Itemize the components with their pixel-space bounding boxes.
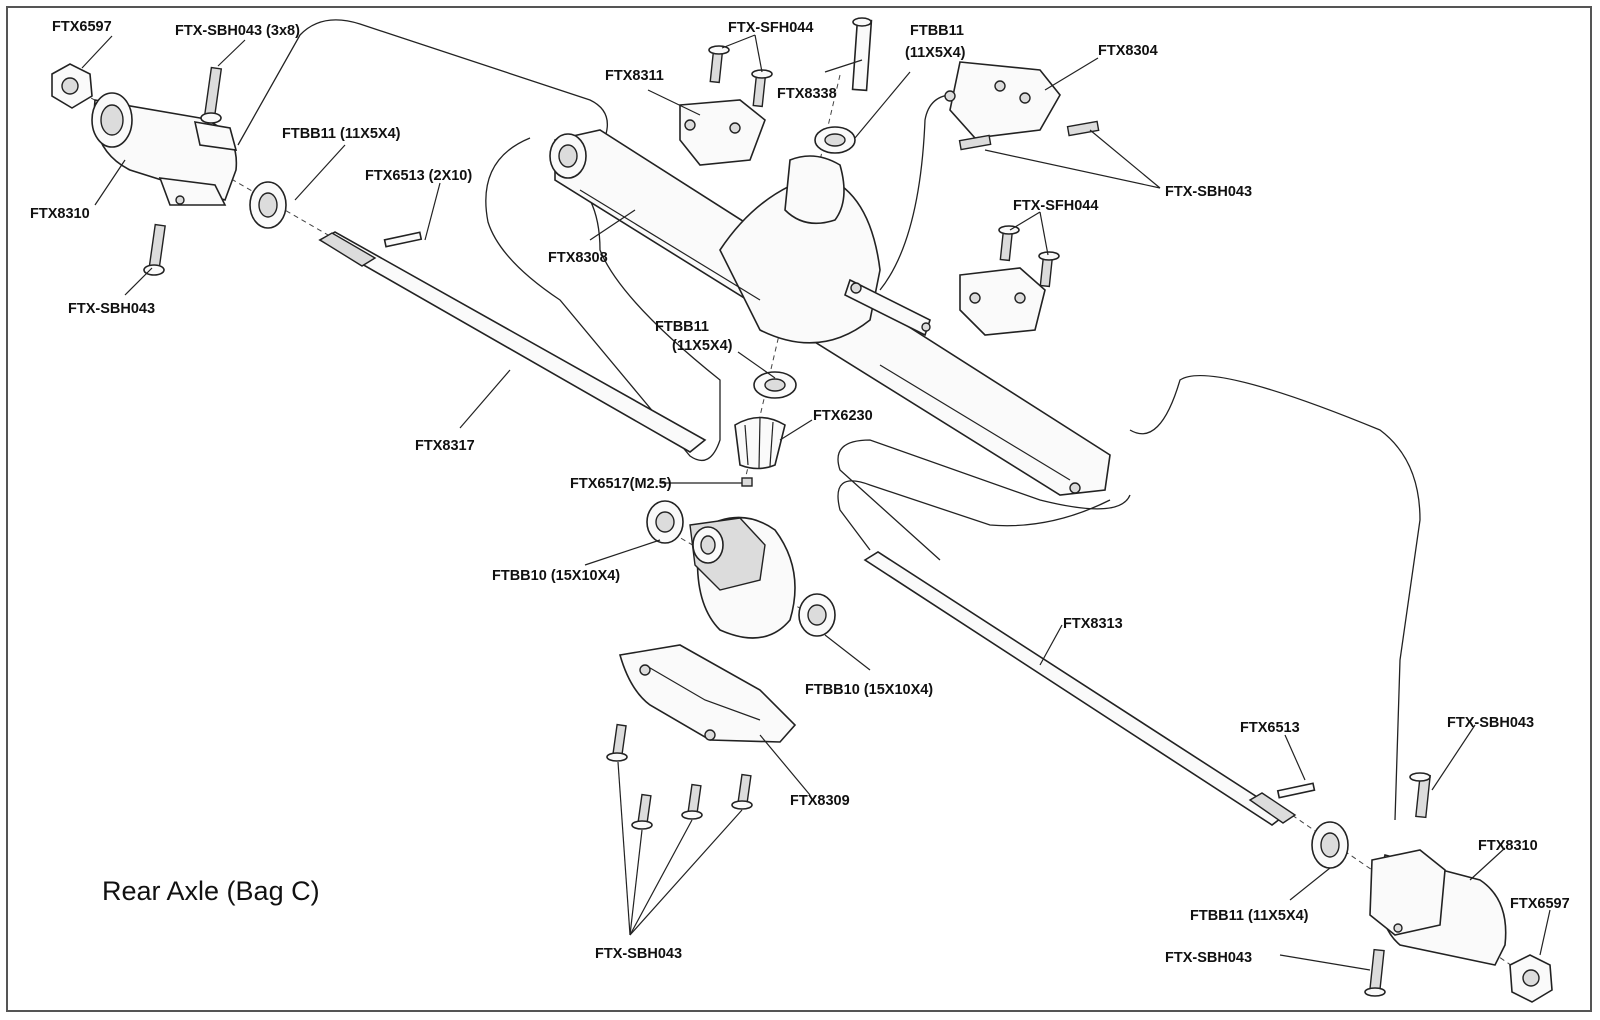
label-ftx8309: FTX8309 [790, 793, 850, 809]
diff-ring-gear [689, 516, 796, 639]
label-ftx8317: FTX8317 [415, 438, 475, 454]
label-ftbb11-br: FTBB11 (11X5X4) [1190, 908, 1309, 924]
label-ftx6513: FTX6513 [1240, 720, 1300, 736]
right-axle-shaft [863, 551, 1297, 826]
label-ftx8310-top: FTX8310 [30, 206, 90, 222]
set-screw [741, 477, 753, 487]
left-bearing [249, 181, 287, 229]
label-ftx-sbh043-bottom-right: FTX-SBH043 [1165, 950, 1252, 966]
leader-lines [81, 34, 1551, 971]
left-bottom-screw [143, 223, 166, 276]
diff-cover [618, 644, 797, 743]
label-ftx6597-top: FTX6597 [52, 19, 112, 35]
left-diff-bearing [646, 500, 684, 544]
left-hub-carrier [91, 92, 238, 206]
left-hex-nut [51, 63, 93, 109]
right-lower-outline [1129, 374, 1421, 821]
label-ftx6230: FTX6230 [813, 408, 873, 424]
label-ftbb11-top-a: FTBB11 [910, 23, 964, 39]
label-ftx6597-br: FTX6597 [1510, 896, 1570, 912]
label-ftx-sbh043-bottom: FTX-SBH043 [595, 946, 682, 962]
left-pin [383, 231, 423, 248]
label-ftx-sbh043-br: FTX-SBH043 [1447, 715, 1534, 731]
label-ftx6517: FTX6517(M2.5) [570, 476, 672, 492]
label-ftx8313: FTX8313 [1063, 616, 1123, 632]
left-axle-shaft [318, 231, 707, 453]
label-ftx8308: FTX8308 [548, 250, 608, 266]
label-ftx8310-br: FTX8310 [1478, 838, 1538, 854]
label-ftbb11-left: FTBB11 (11X5X4) [282, 126, 401, 142]
right-diff-bearing [798, 593, 836, 637]
top-pinion-bearing [814, 126, 856, 154]
label-ftx6513-2x10: FTX6513 (2X10) [365, 168, 472, 184]
label-ftx8338: FTX8338 [777, 86, 837, 102]
mount-screws-top [708, 45, 1100, 288]
inner-shaft-outline [837, 480, 1111, 551]
label-ftx-sbh043-left: FTX-SBH043 [68, 301, 155, 317]
right-bearing [1311, 821, 1349, 869]
link-mount-bracket [944, 61, 1061, 139]
label-ftbb11-mid-b: (11X5X4) [672, 338, 733, 354]
right-top-screw [1409, 772, 1431, 819]
label-ftx8304: FTX8304 [1098, 43, 1158, 59]
right-shock-mount [959, 267, 1046, 336]
label-ftx-sfh044-top: FTX-SFH044 [728, 20, 813, 36]
right-pin [1276, 782, 1316, 799]
diagram-frame [6, 6, 1592, 1012]
label-ftx-sbh043-3x8: FTX-SBH043 (3x8) [175, 23, 300, 39]
diagram-title: Rear Axle (Bag C) [102, 876, 320, 906]
top-right-connector-outline [879, 94, 961, 291]
left-top-screw [200, 66, 223, 124]
mid-pinion-bearing [753, 371, 797, 399]
label-ftx-sfh044-right: FTX-SFH044 [1013, 198, 1098, 214]
right-shaft-outline [837, 439, 1131, 561]
axle-shaft-outline [485, 137, 721, 461]
axle-housing [549, 129, 1111, 496]
label-ftbb10-right: FTBB10 (15X10X4) [805, 682, 933, 698]
label-ftbb10-left: FTBB10 (15X10X4) [492, 568, 620, 584]
left-connector-outline [237, 19, 608, 161]
pinion-shaft [851, 17, 873, 92]
right-hex-nut [1509, 954, 1553, 1003]
label-ftx8311: FTX8311 [605, 68, 664, 84]
label-ftbb11-mid-a: FTBB11 [655, 319, 709, 335]
label-ftx-sbh043-right-top: FTX-SBH043 [1165, 184, 1252, 200]
diff-cover-screws [606, 723, 753, 830]
label-ftbb11-top-b: (11X5X4) [905, 45, 966, 61]
right-bottom-screw [1364, 948, 1386, 997]
left-shock-mount [679, 99, 766, 166]
right-hub-carrier [1369, 849, 1507, 966]
pinion-gear [734, 416, 786, 470]
